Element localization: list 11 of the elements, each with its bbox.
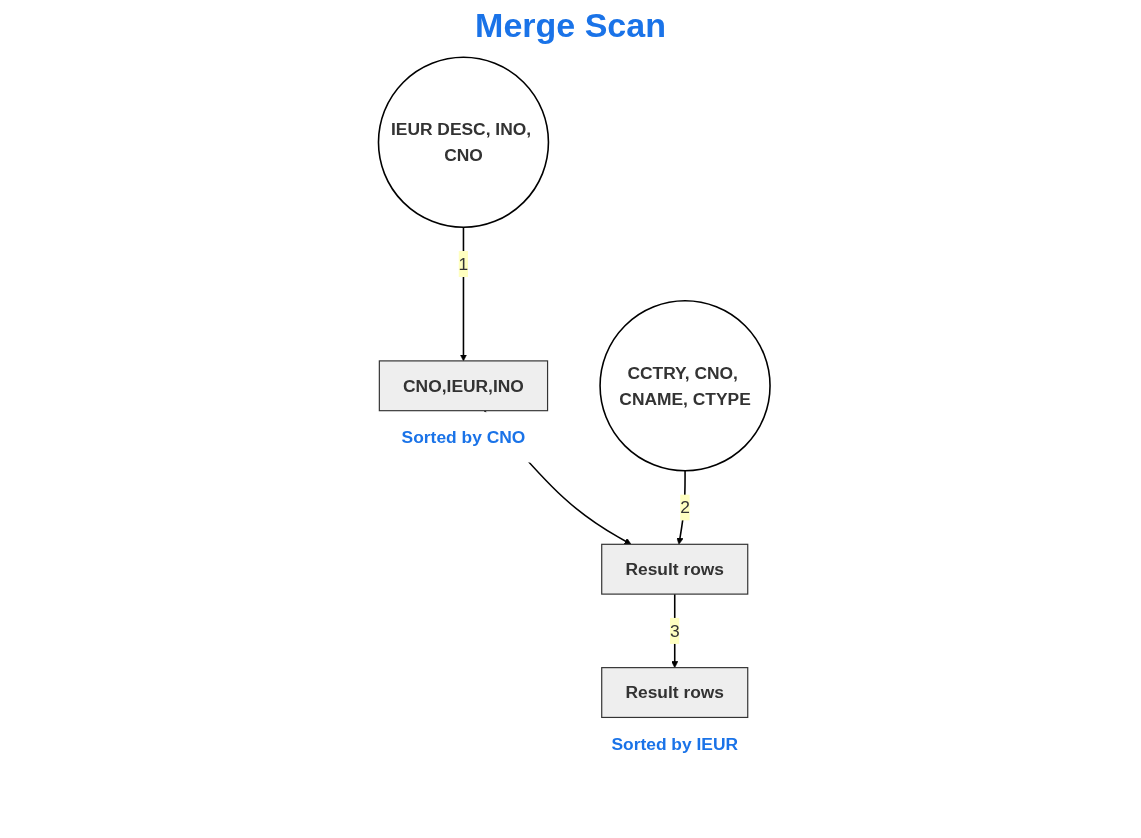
diagram-title: Merge Scan	[474, 6, 667, 45]
node-circle: IEUR DESC, INO, CNO	[378, 56, 550, 229]
node-box: CNO,IEUR,INO	[379, 360, 549, 412]
node-box: Result rows	[601, 667, 749, 719]
node-circle: CCTRY, CNO, CNAME, CTYPE	[599, 300, 772, 472]
node-label: Sorted by CNO	[402, 427, 526, 448]
node-label: Sorted by IEUR	[611, 734, 739, 754]
edge-label: 3	[670, 620, 681, 641]
edge-label: 1	[459, 254, 469, 274]
node-box: Result rows	[601, 543, 749, 595]
edge-label: 2	[680, 497, 691, 518]
